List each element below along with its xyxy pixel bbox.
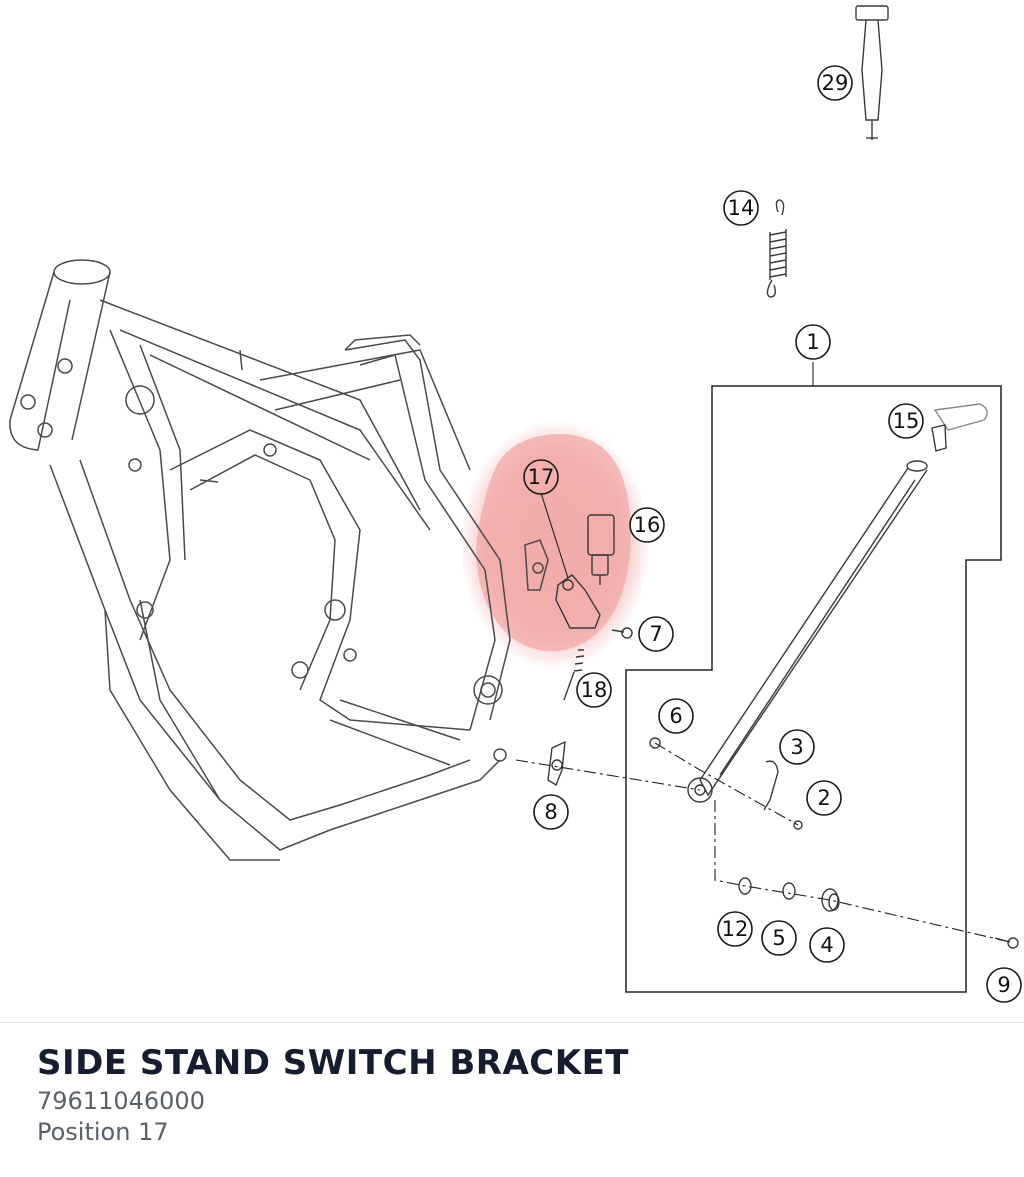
part-2-bolt <box>793 820 803 830</box>
callout-5[interactable]: 5 <box>761 920 797 956</box>
motorcycle-frame <box>9 259 549 861</box>
part-15-stand-foot <box>931 403 988 452</box>
part-number: 79611046000 <box>37 1087 205 1115</box>
svg-text:29: 29 <box>822 71 849 95</box>
svg-text:5: 5 <box>772 926 785 950</box>
part-3-clip <box>763 760 779 811</box>
part-5-washer <box>782 882 796 900</box>
svg-text:14: 14 <box>728 196 755 220</box>
callout-1[interactable]: 1 <box>795 324 831 360</box>
part-18-spring <box>563 649 585 701</box>
svg-text:9: 9 <box>997 973 1010 997</box>
svg-text:1: 1 <box>806 330 819 354</box>
callout-8[interactable]: 8 <box>533 794 569 830</box>
part-29-tool <box>855 5 889 140</box>
part-info-panel: SIDE STAND SWITCH BRACKET 79611046000 Po… <box>37 1040 629 1148</box>
position-label: Position 17 <box>37 1118 169 1146</box>
part-name: SIDE STAND SWITCH BRACKET <box>37 1043 629 1083</box>
svg-text:17: 17 <box>528 465 555 489</box>
callout-3[interactable]: 3 <box>779 729 815 765</box>
svg-text:7: 7 <box>649 622 662 646</box>
callout-2[interactable]: 2 <box>806 780 842 816</box>
callout-16[interactable]: 16 <box>629 507 665 543</box>
part-6-nut <box>649 737 661 749</box>
svg-text:4: 4 <box>820 933 833 957</box>
leader-lines <box>515 492 1011 943</box>
part-7-screw <box>611 627 633 639</box>
callout-6[interactable]: 6 <box>658 698 694 734</box>
part-12-washer <box>738 877 752 895</box>
part-17-switch-bracket <box>555 574 601 629</box>
svg-text:18: 18 <box>581 678 608 702</box>
side-stand-assembly-boundary <box>625 362 1002 993</box>
svg-text:6: 6 <box>669 704 682 728</box>
svg-text:15: 15 <box>893 409 920 433</box>
highlight-region <box>460 420 650 670</box>
svg-text:12: 12 <box>722 917 749 941</box>
part-1-side-stand <box>687 460 928 803</box>
callout-4[interactable]: 4 <box>809 927 845 963</box>
callout-12[interactable]: 12 <box>717 911 753 947</box>
svg-text:2: 2 <box>817 786 830 810</box>
exploded-parts-diagram: 29 14 1 15 17 16 7 18 6 3 2 8 12 5 4 9 <box>9 5 1022 1003</box>
part-14-spring <box>766 199 787 298</box>
callout-18[interactable]: 18 <box>576 672 612 708</box>
divider <box>0 1022 1024 1023</box>
svg-text:3: 3 <box>790 735 803 759</box>
callout-15[interactable]: 15 <box>888 403 924 439</box>
svg-text:16: 16 <box>634 513 661 537</box>
callout-14[interactable]: 14 <box>723 190 759 226</box>
part-16-switch <box>587 514 615 585</box>
part-4-bushing <box>821 888 840 912</box>
svg-text:8: 8 <box>544 800 557 824</box>
part-8-pivot-bolt <box>547 740 566 787</box>
callout-29[interactable]: 29 <box>817 65 853 101</box>
callout-7[interactable]: 7 <box>638 616 674 652</box>
callout-17[interactable]: 17 <box>523 459 559 495</box>
callout-9[interactable]: 9 <box>986 967 1022 1003</box>
